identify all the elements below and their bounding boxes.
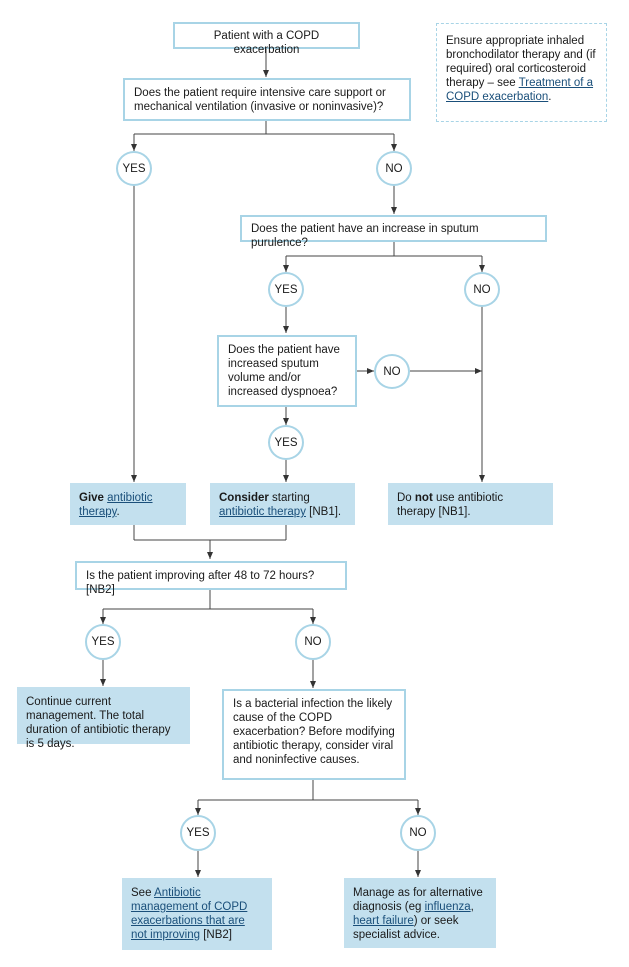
action-continue-management: Continue current management. The total d…	[17, 687, 190, 750]
note-text: Ensure appropriate inhaled bronchodilato…	[446, 35, 596, 89]
yes-circle-2: YES	[268, 272, 304, 307]
start-box: Patient with a COPD exacerbation	[173, 22, 360, 56]
question-intensive-care: Does the patient require intensive care …	[123, 78, 411, 121]
action-consider-antibiotic: Consider starting antibiotic therapy [NB…	[210, 483, 355, 525]
yes-circle-5: YES	[180, 815, 216, 851]
start-text: Patient with a COPD exacerbation	[213, 30, 320, 56]
action-give-antibiotic: Give antibiotic therapy.	[70, 483, 186, 525]
action-alternative-diagnosis: Manage as for alternative diagnosis (eg …	[344, 878, 496, 948]
antibiotic-therapy-link-2[interactable]: antibiotic therapy	[219, 506, 306, 518]
action-see-not-improving: See Antibiotic management of COPD exacer…	[122, 878, 272, 950]
no-circle-5: NO	[400, 815, 436, 851]
question-sputum-purulence: Does the patient have an increase in spu…	[240, 215, 547, 249]
note-box: Ensure appropriate inhaled bronchodilato…	[436, 23, 607, 122]
yes-circle-1: YES	[116, 151, 152, 186]
no-circle-2: NO	[464, 272, 500, 307]
antibiotic-therapy-link-1[interactable]: antibiotic therapy	[79, 492, 153, 518]
heart-failure-link[interactable]: heart failure	[353, 915, 414, 927]
treatment-copd-exacerbation-link[interactable]: Treatment of a COPD exacerbation	[446, 77, 594, 103]
action-no-antibiotic: Do not use antibiotic therapy [NB1].	[388, 483, 553, 525]
yes-circle-4: YES	[85, 624, 121, 660]
question-bacterial-infection: Is a bacterial infection the likely caus…	[222, 689, 406, 780]
yes-circle-3: YES	[268, 425, 304, 460]
influenza-link[interactable]: influenza	[424, 901, 471, 913]
no-circle-3: NO	[374, 354, 410, 389]
question-improving-48-72: Is the patient improving after 48 to 72 …	[75, 561, 347, 596]
no-circle-1: NO	[376, 151, 412, 186]
antibiotic-management-not-improving-link[interactable]: Antibiotic management of COPD exacerbati…	[131, 887, 248, 941]
question-sputum-volume-dyspnoea: Does the patient have increased sputum v…	[217, 335, 357, 407]
no-circle-4: NO	[295, 624, 331, 660]
